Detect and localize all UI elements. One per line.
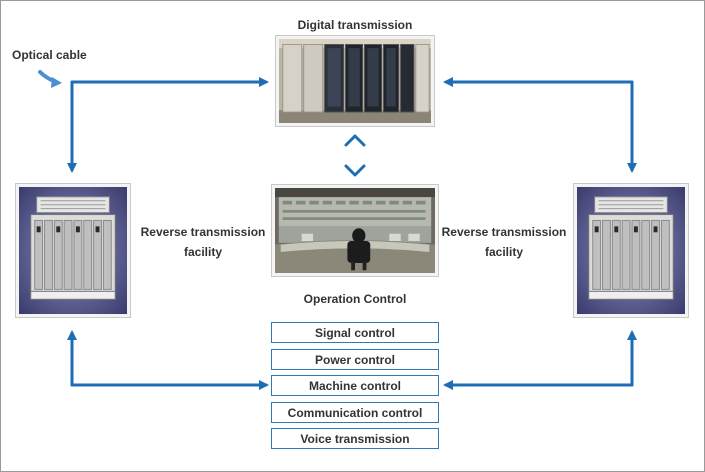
digital-transmission-photo: [275, 35, 435, 127]
operation-control-photo: [271, 184, 439, 277]
reverse-facility-left-photo: [15, 183, 131, 318]
optical-cable-label: Optical cable: [12, 48, 87, 62]
chevron-up-icon: [344, 134, 366, 147]
machine-control-box: Machine control: [271, 375, 439, 396]
chevron-down-icon: [344, 164, 366, 177]
communication-control-box: Communication control: [271, 402, 439, 423]
reverse-facility-right-line1: Reverse transmission: [441, 225, 567, 239]
power-control-box: Power control: [271, 349, 439, 370]
reverse-facility-left-line1: Reverse transmission: [140, 225, 266, 239]
voice-transmission-box: Voice transmission: [271, 428, 439, 449]
digital-transmission-label: Digital transmission: [297, 18, 413, 32]
signal-control-box: Signal control: [271, 322, 439, 343]
reverse-facility-right-photo: [573, 183, 689, 318]
reverse-facility-right-line2: facility: [484, 245, 523, 259]
operation-control-label: Operation Control: [303, 292, 407, 306]
reverse-facility-left-line2: facility: [183, 245, 222, 259]
